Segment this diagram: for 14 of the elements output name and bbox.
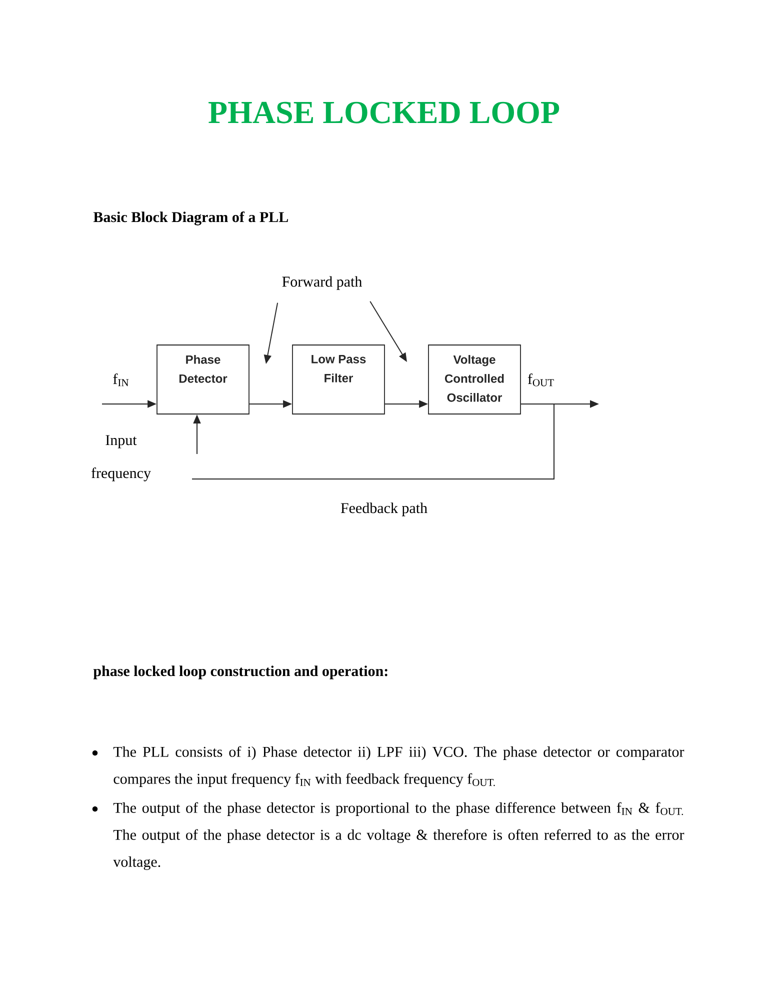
feedback-line xyxy=(192,404,554,480)
section-heading: phase locked loop construction and operation: xyxy=(93,666,388,680)
process-box: Low Pass Filter xyxy=(292,344,385,414)
bullet-text: The PLL consists of i) Phase detector ii) LPF iii) VCO. The phase detector or comparator compares the input frequency f$_{IN}$ with feedback frequency f$_{OUT.}$ xyxy=(113,746,684,787)
section-heading: Basic Block Diagram of a PLL xyxy=(93,211,288,226)
title: PHASE LOCKED LOOP xyxy=(208,102,560,124)
process-box: Phase Detector xyxy=(156,344,250,414)
callout-label: Forward path xyxy=(282,276,362,290)
edge-label: Feedback path xyxy=(340,502,428,516)
process-box: Voltage Controlled Oscillator xyxy=(428,344,521,414)
edge-label: f$_{OUT}$ xyxy=(528,373,554,386)
bullet-text: The output of the phase detector is proportional to the phase difference between f$_{IN}$ & f$_{OUT.}$ The output of the phase detector is a dc voltage & therefore is often referred to as the error voltage. xyxy=(113,802,684,870)
edge-label: f$_{IN}$ xyxy=(113,373,129,386)
annotation-text: Input frequency xyxy=(91,435,151,482)
